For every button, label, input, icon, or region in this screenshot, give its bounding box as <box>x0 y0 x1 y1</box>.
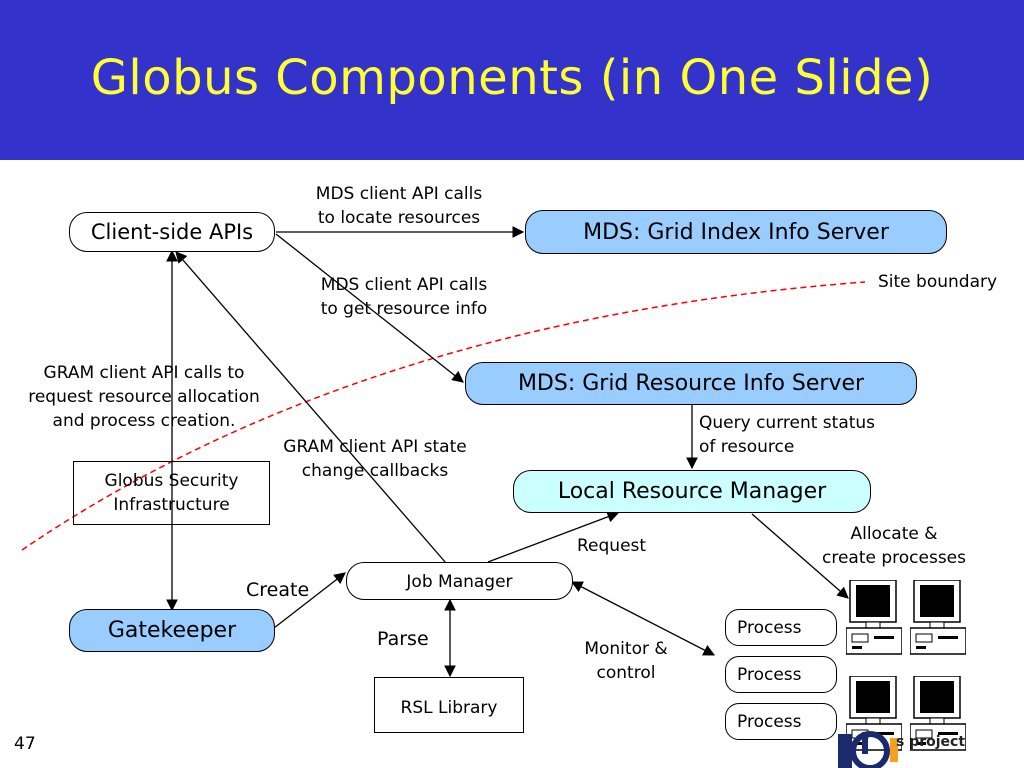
process-node: Process <box>725 703 837 740</box>
gsi-label-line2: Infrastructure <box>113 495 230 515</box>
site-boundary-label: Site boundary <box>878 272 998 292</box>
arrow-create <box>273 572 346 629</box>
mds-gris-label: MDS: Grid Resource Info Server <box>517 371 865 396</box>
mds-giis-node: MDS: Grid Index Info Server <box>525 210 947 254</box>
desktop-computer-icon <box>910 676 966 751</box>
title-bar: Globus Components (in One Slide) <box>0 0 1024 160</box>
process-label: Process <box>737 617 802 638</box>
rsl-library-label: RSL Library <box>400 698 498 718</box>
process-label: Process <box>737 711 802 732</box>
arrow-jobmanager-to-client <box>175 251 447 564</box>
local-resource-manager-node: Local Resource Manager <box>513 470 871 513</box>
process-node: Process <box>725 609 837 646</box>
client-side-apis-label: Client-side APIs <box>90 220 254 244</box>
monitor-label: Monitor &control <box>584 639 668 683</box>
globus-security-infrastructure-box: Globus Security Infrastructure <box>73 461 270 525</box>
client-side-apis-node: Client-side APIs <box>69 212 275 252</box>
arrow-monitor <box>570 581 716 656</box>
gsi-label-line1: Globus Security <box>104 471 239 491</box>
arrow-allocate <box>751 513 849 599</box>
process-label: Process <box>737 664 802 685</box>
desktop-computer-icon <box>846 580 902 655</box>
slide-number: 47 <box>14 734 36 754</box>
request-label: Request <box>577 536 647 556</box>
globus-logo-icon <box>838 731 898 768</box>
arrow-request <box>487 511 620 563</box>
job-manager-node: Job Manager <box>346 562 573 600</box>
site-boundary-line <box>21 281 866 551</box>
process-node: Process <box>725 656 837 693</box>
parse-label: Parse <box>377 628 429 650</box>
local-resource-manager-label: Local Resource Manager <box>557 479 827 504</box>
job-manager-label: Job Manager <box>406 572 513 592</box>
mds-giis-label: MDS: Grid Index Info Server <box>583 219 889 245</box>
arrow-client-to-gris <box>275 233 464 383</box>
allocate-label: Allocate &create processes <box>821 524 966 568</box>
gatekeeper-node: Gatekeeper <box>69 609 275 652</box>
mds-gris-node: MDS: Grid Resource Info Server <box>465 362 917 405</box>
rsl-library-box: RSL Library <box>374 677 524 733</box>
create-label: Create <box>246 579 310 601</box>
desktop-computer-icon <box>846 676 902 751</box>
desktop-computer-icon <box>910 580 966 655</box>
gatekeeper-label: Gatekeeper <box>107 618 237 643</box>
logo-text: s project <box>896 734 966 750</box>
slide-title: Globus Components (in One Slide) <box>90 50 934 106</box>
